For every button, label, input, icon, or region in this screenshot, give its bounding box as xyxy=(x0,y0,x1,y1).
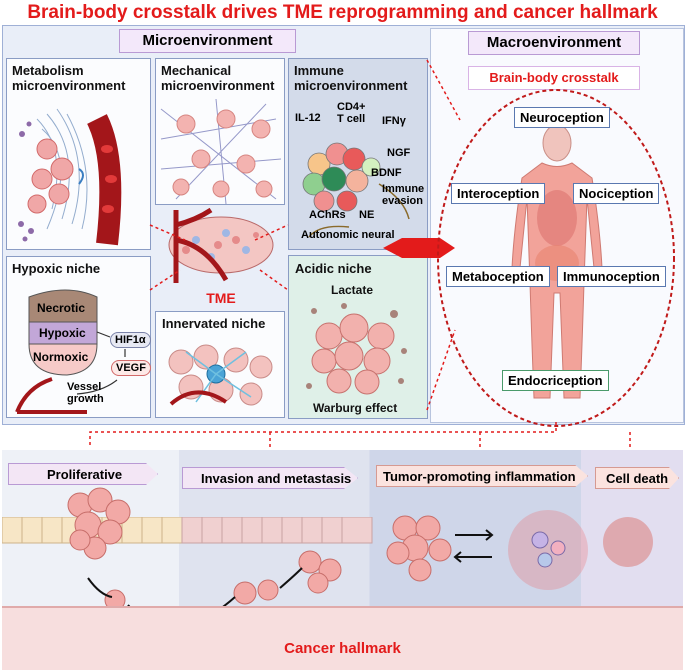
immune-ifng: IFNγ xyxy=(382,115,406,127)
hypoxic-hypoxic: Hypoxic xyxy=(39,326,86,340)
hypoxic-label: Hypoxic niche xyxy=(12,261,101,276)
immune-label: Immune microenvironment xyxy=(294,63,408,93)
macro-nociception: Nociception xyxy=(573,183,660,204)
macro-metaboception: Metaboception xyxy=(446,266,550,287)
acidic-label: Acidic niche xyxy=(295,261,372,276)
metabolism-panel: Metabolism microenvironment xyxy=(6,58,151,250)
macro-neuroception: Neuroception xyxy=(514,107,610,128)
immune-tcell: T cell xyxy=(337,113,366,125)
tissue-band xyxy=(2,606,683,670)
micro-header: Microenvironment xyxy=(119,29,296,53)
immune-evasion: evasion xyxy=(382,195,423,207)
immune-ne: NE xyxy=(359,209,375,221)
immune-autonomic: Autonomic neural xyxy=(301,229,395,241)
acidic-warburg: Warburg effect xyxy=(313,401,398,415)
immune-bdnf: BDNF xyxy=(371,167,402,179)
mechanical-illustration xyxy=(160,98,282,204)
tme-illustration xyxy=(168,207,274,283)
metabolism-illustration xyxy=(18,108,122,246)
hypoxic-necrotic: Necrotic xyxy=(37,301,86,315)
acidic-lactate: Lactate xyxy=(331,283,374,297)
mechanical-panel: Mechanical microenvironment xyxy=(155,58,285,205)
innervated-label: Innervated niche xyxy=(162,316,266,331)
immune-ngf: NGF xyxy=(387,147,411,159)
innervated-illustration xyxy=(168,344,273,406)
hallmark-proliferative: Proliferative xyxy=(8,463,158,485)
hallmark-invasion: Invasion and metastasis xyxy=(182,467,358,489)
immune-achrs: AChRs xyxy=(309,209,346,221)
figure-title: Brain-body crosstalk drives TME reprogra… xyxy=(27,2,658,23)
hypoxic-vegf: VEGF xyxy=(111,360,151,376)
hypoxic-vessel: Vessel xyxy=(67,381,102,393)
cancer-hallmark-label: Cancer hallmark xyxy=(284,640,401,657)
macro-interoception: Interoception xyxy=(451,183,546,204)
hypoxic-panel: Hypoxic niche Necrotic Hypoxic Normoxic … xyxy=(6,256,151,418)
macro-immunoception: Immunoception xyxy=(557,266,666,287)
acidic-panel: Acidic niche Lactate Warburg effect xyxy=(288,255,428,419)
hallmark-inflammation: Tumor-promoting inflammation xyxy=(376,465,588,487)
immune-panel: Immune microenvironment IL-12 CD4+ T cel… xyxy=(288,58,428,250)
tme-label: TME xyxy=(206,290,236,306)
innervated-panel: Innervated niche xyxy=(155,311,285,418)
hallmark-cell-death: Cell death xyxy=(595,467,679,489)
metabolism-label: Metabolism microenvironment xyxy=(12,63,126,93)
immune-il12: IL-12 xyxy=(295,112,321,124)
hypoxic-hif1a: HIF1α xyxy=(110,332,151,348)
immune-cd4: CD4+ xyxy=(337,101,366,113)
immune-illustration xyxy=(302,142,410,238)
hypoxic-normoxic: Normoxic xyxy=(33,350,89,364)
macro-header: Macroenvironment xyxy=(468,31,640,55)
hypoxic-growth: growth xyxy=(67,393,104,405)
immune-immune: Immune xyxy=(382,183,425,195)
mechanical-label: Mechanical microenvironment xyxy=(161,63,275,93)
acidic-illustration xyxy=(306,303,407,395)
macro-endocriception: Endocriception xyxy=(502,370,609,391)
hypoxic-illustration xyxy=(15,289,126,414)
